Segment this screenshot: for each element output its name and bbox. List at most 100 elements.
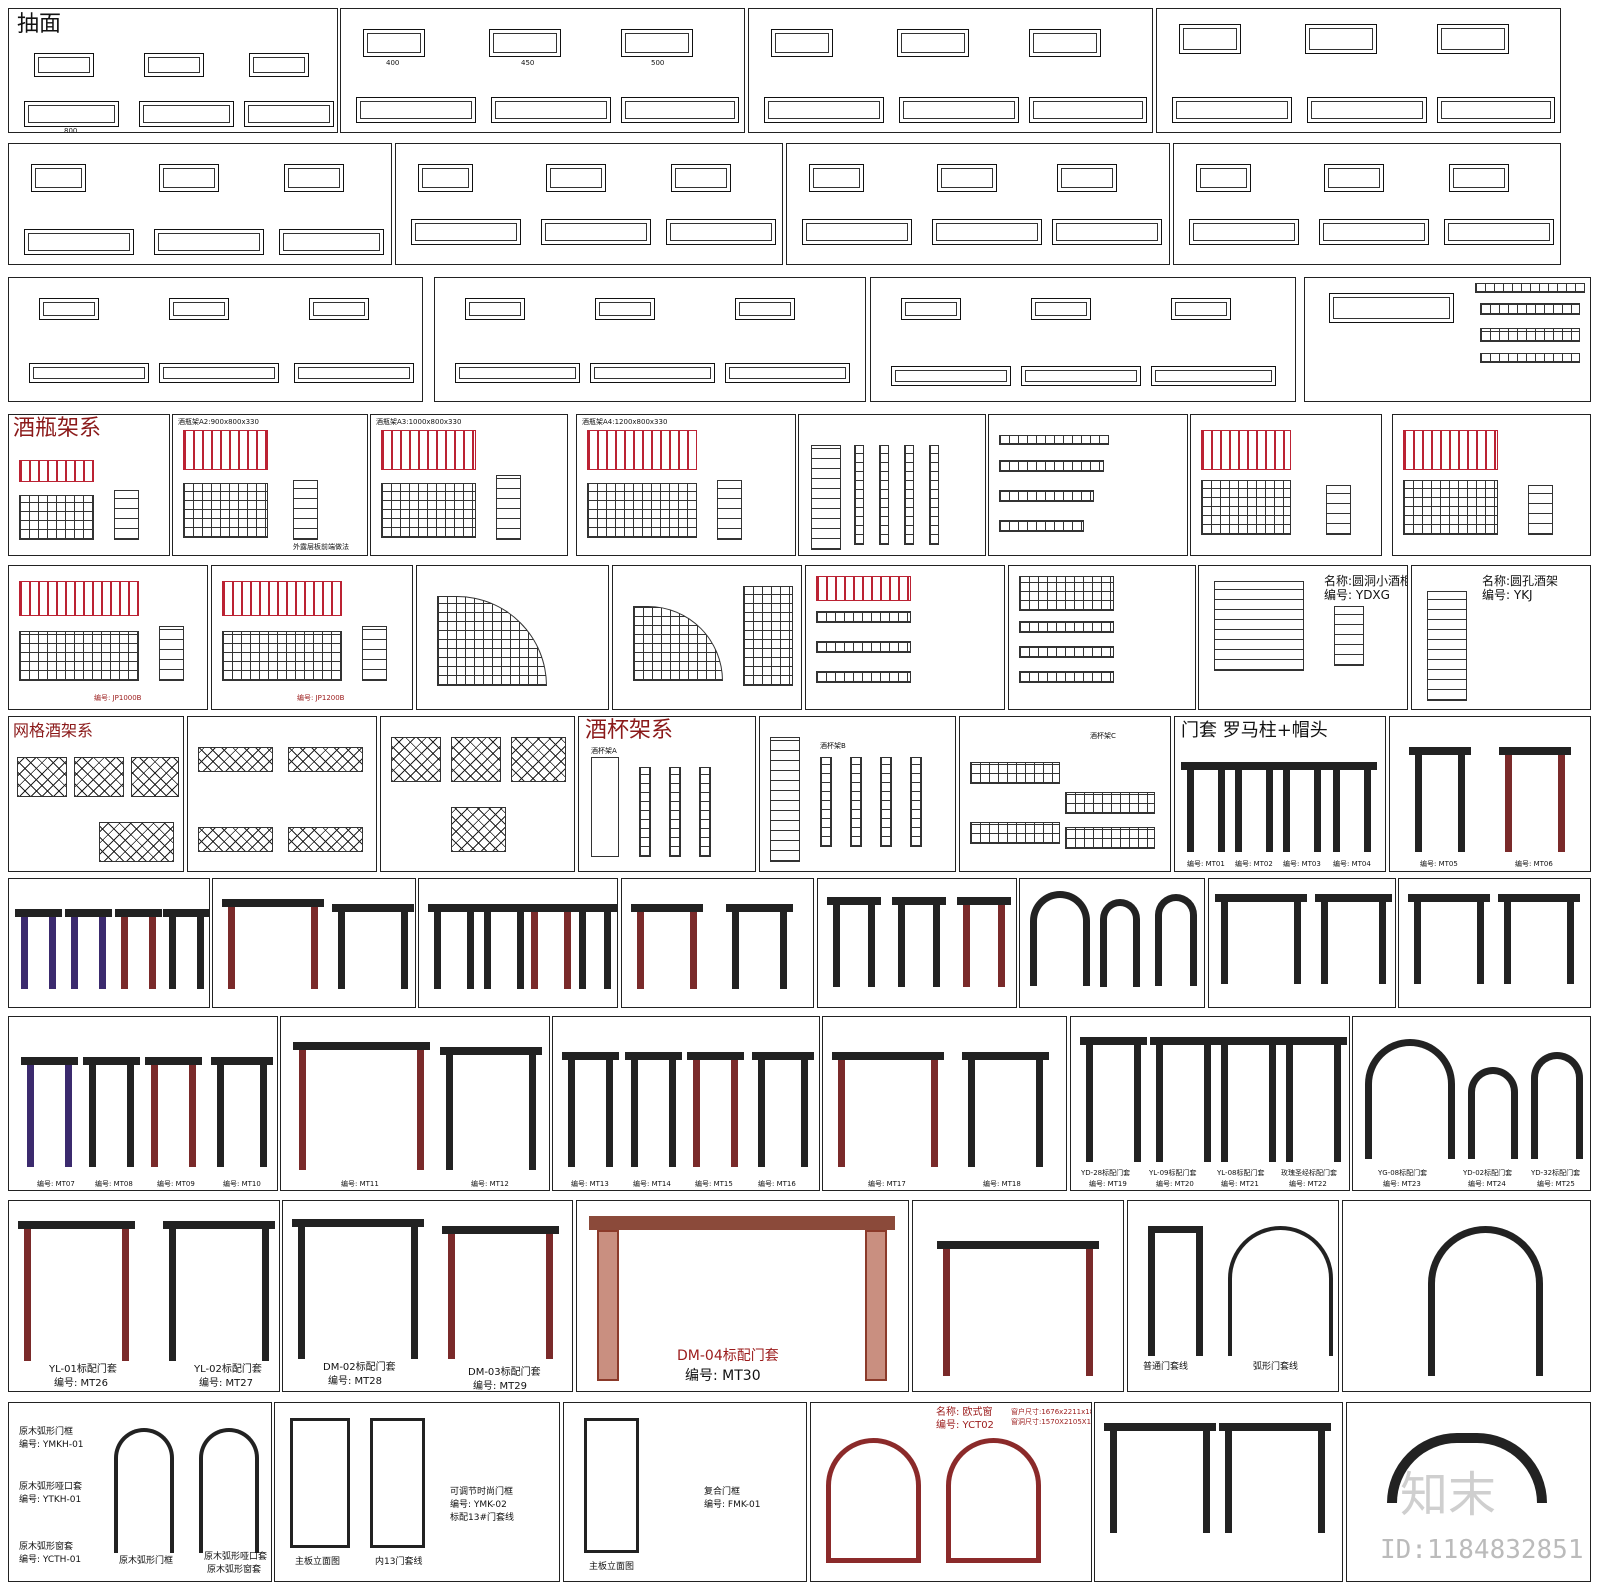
- drawer-sheet-5: [8, 143, 392, 265]
- door-code: 编号: MT21: [1221, 1180, 1259, 1188]
- rack-label: 酒瓶架A4:1200x800x330: [582, 418, 668, 426]
- drawer-panel: [590, 363, 715, 383]
- wine-rack-sheet-1: 酒瓶架系: [8, 414, 170, 556]
- drawer-sheet-4: [1156, 8, 1561, 133]
- rack-note: 外露层板前端做法: [293, 543, 349, 551]
- door-frame: [293, 1042, 430, 1170]
- door-frame: [752, 1052, 814, 1167]
- molding-strip: [970, 822, 1060, 844]
- curved-rack: [633, 606, 723, 681]
- panel-label: 主板立面图: [295, 1557, 341, 1567]
- arch-frame: [1030, 891, 1090, 986]
- cup-rack-detail: [639, 767, 651, 857]
- door-name: YG-08标配门套: [1378, 1169, 1428, 1177]
- drawer-panel: [489, 29, 561, 57]
- door-frame: [1150, 1037, 1217, 1162]
- arch-name: 原木弧形窗套: [207, 1565, 262, 1575]
- door-sheet-10: 编号: MT07 编号: MT08 编号: MT09 编号: MT10: [8, 1016, 278, 1191]
- door-sheet-11: 编号: MT11 编号: MT12: [280, 1016, 550, 1191]
- section-title-door: 门套 罗马柱+帽头: [1181, 720, 1328, 741]
- lattice-panel: [288, 747, 363, 772]
- grid-wine-sheet-1: 网格酒架系: [8, 716, 184, 872]
- drawer-panel: [34, 53, 94, 77]
- drawer-sheet-11: [870, 277, 1296, 402]
- molding-strip: [970, 762, 1060, 784]
- molding-strip: [1019, 671, 1114, 683]
- drawer-panel: [363, 29, 425, 57]
- door-code: 编号: MT16: [758, 1180, 796, 1188]
- arched-window: [946, 1438, 1041, 1563]
- arch-name: 原木弧形门框: [19, 1427, 74, 1437]
- drawer-panel: [1172, 97, 1292, 123]
- drawer-panel: [666, 219, 776, 245]
- door-sheet-14: YD-28标配门套 编号: MT19 YL-09标配门套 编号: MT20 YL…: [1070, 1016, 1350, 1191]
- drawer-panel: [541, 219, 651, 245]
- drawer-panel: [279, 229, 384, 255]
- door-frame: [832, 1052, 944, 1167]
- molding-strip: [816, 671, 911, 683]
- door-code: 编号: MT15: [695, 1180, 733, 1188]
- wine-rack-grid: [1201, 480, 1291, 535]
- wine-rack-detail: [904, 445, 914, 545]
- door-sheet-2: 编号: MT05 编号: MT06: [1389, 716, 1591, 872]
- drawer-panel: [159, 164, 219, 192]
- door-frame: [1409, 747, 1471, 852]
- door-code: 编号: MT09: [157, 1180, 195, 1188]
- molding-sheet: [1304, 277, 1591, 402]
- arched-window: [826, 1438, 921, 1563]
- door-frame: [1315, 894, 1392, 984]
- molding-strip: [999, 520, 1084, 532]
- wine-rack-sheet-2: 酒瓶架A2:900x800x330 外露层板前端做法: [172, 414, 368, 556]
- cup-rack-front: [770, 737, 800, 862]
- door-sheet-16: DM-02标配门套 编号: MT28 DM-03标配门套 编号: MT29: [282, 1200, 573, 1392]
- door-frame: [631, 904, 703, 989]
- section-title-grid-wine: 网格酒架系: [13, 721, 94, 740]
- euro-window-sheet: 名称: 欧式窗 编号: YCT02 窗户尺寸:1676x2211x180 窗洞尺…: [810, 1402, 1092, 1582]
- drawer-panel: [29, 363, 149, 383]
- cabinet-code: 编号: YKJ: [1482, 588, 1533, 602]
- drawer-panel: [455, 363, 580, 383]
- door-name: 玫瑰圣经标配门套: [1281, 1169, 1337, 1177]
- watermark-logo: 知末: [1400, 1467, 1497, 1523]
- drawer-panel: [932, 219, 1042, 245]
- door-code: 编号: MT30: [685, 1368, 761, 1384]
- drawer-panel: [621, 97, 739, 123]
- drawer-panel: [1329, 293, 1454, 323]
- door-name: YL-01标配门套: [49, 1364, 117, 1375]
- drawer-sheet-6: [395, 143, 783, 265]
- rack-code: 编号: JP1200B: [297, 694, 345, 702]
- door-sheet-5: [418, 878, 618, 1008]
- door-sheet-13: 编号: MT17 编号: MT18: [822, 1016, 1067, 1191]
- drawer-panel: [1029, 29, 1101, 57]
- drawer-panel: [1057, 164, 1117, 192]
- door-code: 编号: MT29: [473, 1381, 528, 1392]
- wine-rack-grid: [1403, 480, 1498, 535]
- drawer-panel: [802, 219, 912, 245]
- door-sheet-9: [1398, 878, 1591, 1008]
- drawer-panel: [284, 164, 344, 192]
- cup-rack-detail: [669, 767, 681, 857]
- drawer-panel: [901, 298, 961, 320]
- lattice-panel: [391, 737, 441, 782]
- cup-rack-front: [591, 757, 619, 857]
- door-frame: [21, 1057, 78, 1167]
- wine-rack-grid: [19, 495, 94, 540]
- door-frame: [292, 1219, 424, 1359]
- id-tag: ID:1184832851: [1380, 1535, 1584, 1565]
- window-size: 窗洞尺寸:1570X2105X180: [1011, 1418, 1092, 1426]
- drawer-panel: [139, 101, 234, 127]
- wine-rack-sheet-9: 编号: JP1000B: [8, 565, 208, 710]
- wine-rack-front: [1201, 430, 1291, 470]
- cup-rack-detail: [699, 767, 711, 857]
- cabinet-code: 编号: YDXG: [1324, 588, 1390, 602]
- door-frame: [440, 1047, 542, 1170]
- door-frame: [115, 909, 162, 989]
- wine-rack-detail: [854, 445, 864, 545]
- drawer-panel: [309, 298, 369, 320]
- lattice-panel: [511, 737, 566, 782]
- door-code: 编号: MT06: [1515, 860, 1553, 868]
- wine-rack-sheet-5: [798, 414, 986, 556]
- wine-rack-front: [1403, 430, 1498, 470]
- composite-frame-sheet: 复合门框 编号: FMK-01 主板立面图: [563, 1402, 807, 1582]
- wine-rack-side: [811, 445, 841, 550]
